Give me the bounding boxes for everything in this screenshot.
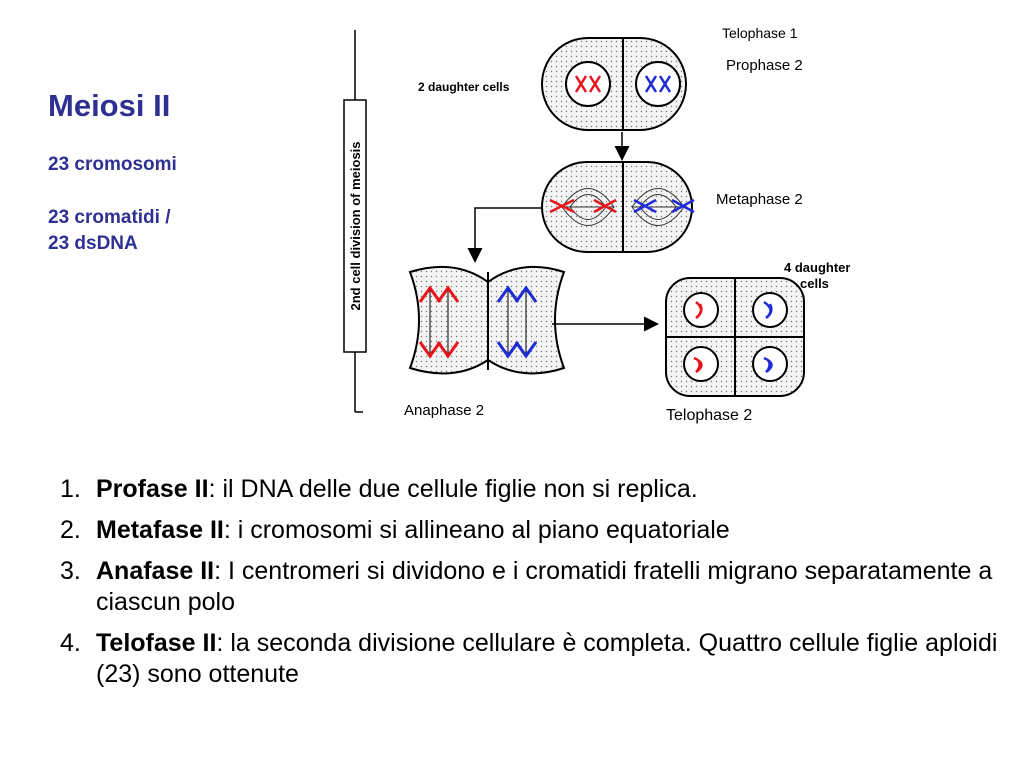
chromatid-count-line1: 23 cromatidi /: [48, 207, 171, 228]
step-term: Telofase II: [96, 629, 217, 657]
label-telophase2: Telophase 2: [666, 407, 752, 424]
step-text: : il DNA delle due cellule figlie non si…: [208, 475, 698, 503]
label-four-daughter-1: 4 daughter: [784, 260, 850, 275]
step-text: : i cromosomi si allineano al piano equa…: [223, 516, 730, 544]
step-text: : I centromeri si dividono e i cromatidi…: [96, 557, 993, 616]
label-metaphase2: Metaphase 2: [716, 191, 803, 208]
step-number: 1.: [60, 475, 81, 503]
step-text: : la seconda divisione cellulare è compl…: [96, 629, 998, 688]
step-number: 3.: [60, 557, 81, 585]
label-prophase2: Prophase 2: [726, 57, 803, 74]
step-term: Anafase II: [96, 557, 215, 585]
step-item-2: 2. Metafase II: i cromosomi si allineano …: [60, 515, 1000, 546]
label-four-daughter-2: cells: [800, 276, 829, 291]
step-number: 4.: [60, 629, 81, 657]
red-chromosomes: [574, 75, 602, 93]
chromatid-count: 23 cromatidi / 23 dsDNA: [48, 205, 171, 257]
step-number: 2.: [60, 516, 81, 544]
chromatid-count-line2: 23 dsDNA: [48, 233, 138, 254]
label-telophase1: Telophase 1: [722, 25, 798, 41]
anaphase2-cells: [408, 265, 566, 375]
label-anaphase2: Anaphase 2: [404, 402, 484, 419]
step-term: Metafase II: [96, 516, 224, 544]
four-daughter-cells: [665, 277, 805, 397]
step-item-1: 1. Profase II: il DNA delle due cellule f…: [60, 474, 1000, 505]
steps-list: 1. Profase II: il DNA delle due cellule f…: [60, 474, 1000, 700]
metaphase2-cells: [541, 161, 695, 253]
chromosome-count: 23 cromosomi: [48, 154, 177, 175]
blue-chromosomes: [644, 75, 672, 93]
step-item-3: 3. Anafase II: I centromeri si dividono e…: [60, 556, 1000, 618]
step-item-4: 4. Telofase II: la seconda divisione cell…: [60, 628, 1000, 690]
side-bracket: 2nd cell division of meiosis: [343, 30, 367, 413]
two-daughter-cells: [541, 37, 687, 131]
step-term: Profase II: [96, 475, 209, 503]
meiosis-ii-diagram: 2nd cell division of meiosis Telophase 1…: [343, 25, 850, 424]
side-label: 2nd cell division of meiosis: [348, 141, 363, 310]
slide-title: Meiosi II: [48, 88, 171, 123]
label-two-daughter-cells: 2 daughter cells: [418, 80, 510, 94]
